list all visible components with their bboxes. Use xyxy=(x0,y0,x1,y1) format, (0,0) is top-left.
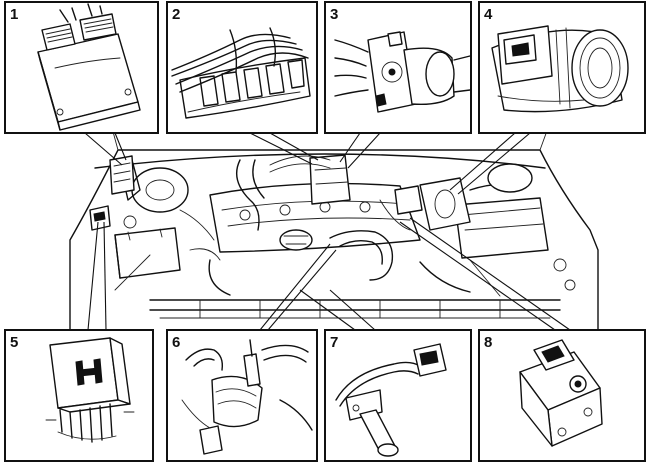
crankshaft-position-sensor-illustration xyxy=(335,343,447,457)
callout-number-1: 1 xyxy=(10,6,18,23)
callout-panel-6: 6 xyxy=(166,329,318,462)
callout-panel-3: 3 xyxy=(324,1,472,134)
leader-lines xyxy=(84,132,571,331)
callout-panel-7: 7 xyxy=(324,329,472,462)
ignition-coil-pack-illustration xyxy=(171,27,311,119)
coolant-temperature-sensor-illustration xyxy=(181,339,313,455)
engine-bay-illustration xyxy=(69,127,599,331)
callout-number-8: 8 xyxy=(484,334,492,351)
callout-panel-1: 1 xyxy=(4,1,159,134)
throttle-position-sensor-illustration xyxy=(334,31,471,113)
callout-number-4: 4 xyxy=(484,6,493,23)
mass-air-flow-sensor-illustration xyxy=(491,25,629,113)
callout-number-5: 5 xyxy=(10,334,18,351)
engine-control-module-illustration xyxy=(37,3,141,131)
callout-number-2: 2 xyxy=(172,6,180,23)
callout-panel-8: 8 xyxy=(478,329,646,462)
callout-number-7: 7 xyxy=(330,334,338,351)
idle-air-control-valve-illustration xyxy=(519,339,603,447)
callout-panel-5: 5 xyxy=(4,329,154,462)
callout-number-3: 3 xyxy=(330,6,338,23)
callout-panel-2: 2 xyxy=(166,1,318,134)
callout-panel-4: 4 xyxy=(478,1,646,134)
relay-connector-module-illustration xyxy=(45,337,135,443)
callout-number-6: 6 xyxy=(172,334,180,351)
